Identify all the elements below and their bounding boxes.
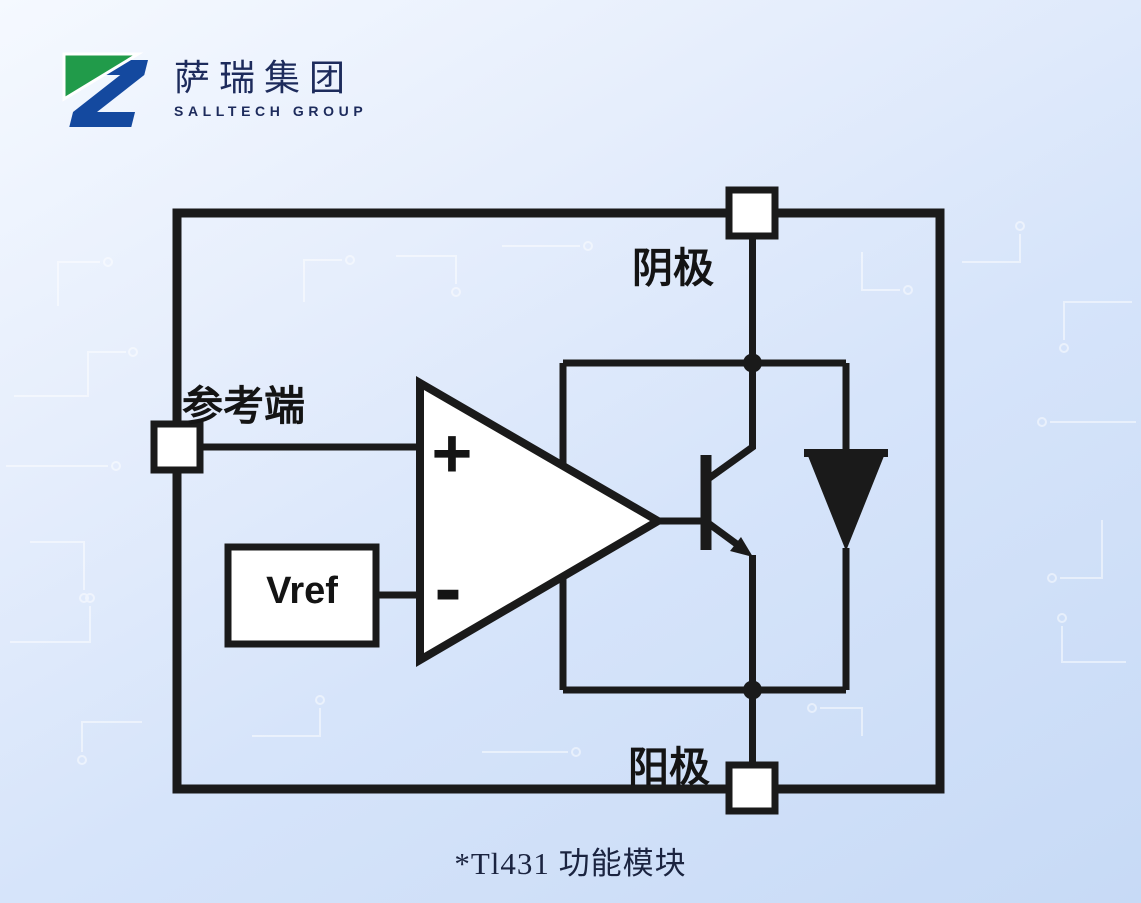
- emitter-arrow-icon: [730, 537, 753, 557]
- company-name-zh: 萨瑞集团: [174, 57, 355, 98]
- logo-triangle-shape: [62, 52, 144, 102]
- reference-label: 参考端: [182, 383, 305, 429]
- logo: 萨瑞集团 SALLTECH GROUP: [62, 52, 367, 134]
- ic-boundary: [172, 208, 945, 794]
- logo-mark-icon: [62, 52, 148, 127]
- vref-label: Vref: [266, 570, 338, 612]
- transistor-collector: [705, 443, 757, 482]
- anode-label: 阳极: [628, 744, 710, 790]
- caption: *Tl431 功能模块: [454, 846, 687, 881]
- opamp-plus-label: +: [431, 414, 473, 492]
- opamp-minus-label: -: [434, 543, 462, 634]
- cathode-junction-dot: [743, 353, 762, 373]
- opamp-triangle: [416, 376, 666, 667]
- diagram-lines: [150, 186, 945, 815]
- diode-triangle-icon: [808, 456, 884, 551]
- circuit-pattern-traces: [6, 221, 1136, 765]
- cathode-terminal: [725, 186, 779, 240]
- vref-box: [224, 543, 380, 648]
- anode-terminal: [725, 761, 779, 815]
- logo-text: 萨瑞集团 SALLTECH GROUP: [174, 58, 367, 119]
- logo-z-shape: [69, 60, 148, 127]
- company-name-en: SALLTECH GROUP: [174, 102, 368, 119]
- anode-junction-dot: [743, 680, 762, 700]
- reference-terminal: [150, 420, 204, 474]
- cathode-label: 阴极: [632, 245, 714, 291]
